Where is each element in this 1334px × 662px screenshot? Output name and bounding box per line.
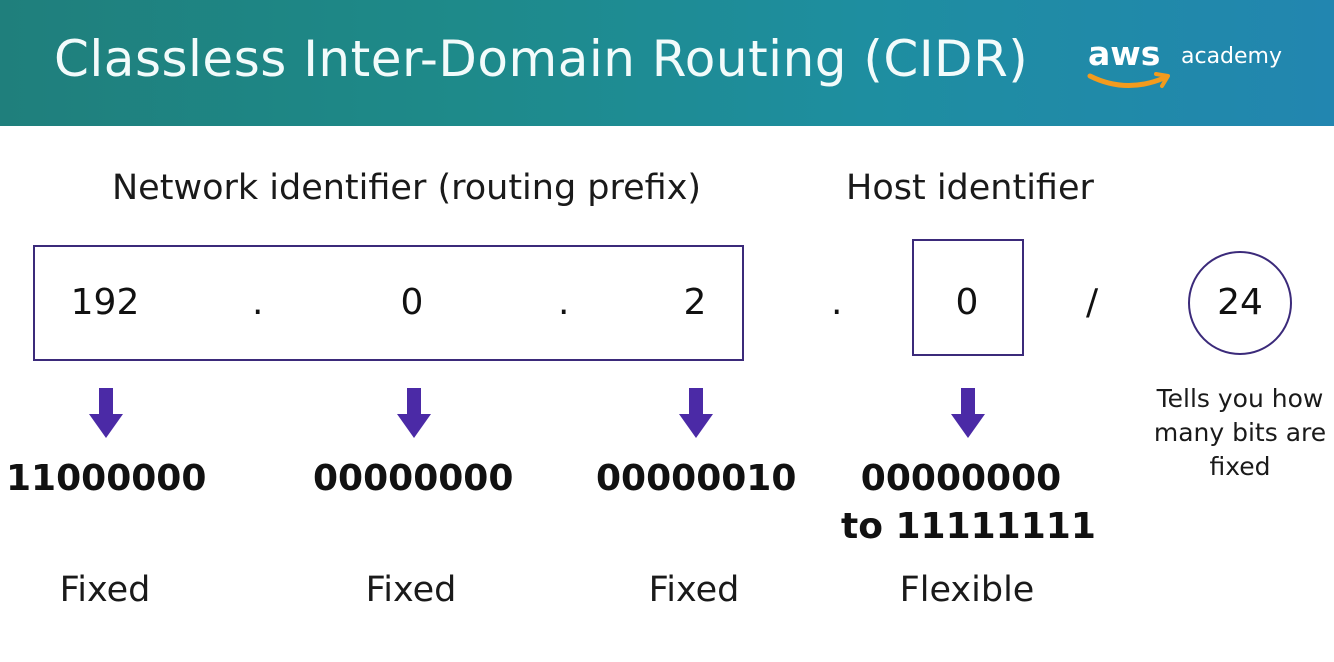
logo-aws-text: aws [1088, 34, 1161, 73]
smile-arrow-icon [1087, 72, 1170, 89]
binary-octet-3: 00000010 [596, 458, 797, 499]
octet-3: 2 [683, 282, 707, 323]
octet-2: 0 [400, 282, 424, 323]
down-arrow-icon [89, 388, 123, 438]
octet-1-state: Fixed [59, 570, 151, 610]
host-identifier-box [912, 239, 1024, 356]
host-identifier-label: Host identifier [846, 168, 1094, 208]
octet-3-state: Fixed [648, 570, 740, 610]
octet-separator: . [831, 282, 843, 323]
binary-octet-4-min: 00000000 [860, 458, 1062, 499]
page-title: Classless Inter-Domain Routing (CIDR) [54, 30, 1029, 88]
octet-separator: . [558, 282, 570, 323]
binary-octet-1: 11000000 [6, 458, 207, 499]
aws-academy-logo: aws academy [1086, 34, 1296, 96]
octet-1: 192 [70, 282, 140, 323]
down-arrow-icon [679, 388, 713, 438]
octet-4: 0 [955, 282, 979, 323]
binary-octet-4-max: to 11111111 [841, 506, 1096, 547]
octet-2-state: Fixed [365, 570, 457, 610]
down-arrow-icon [397, 388, 431, 438]
header-banner: Classless Inter-Domain Routing (CIDR) aw… [0, 0, 1334, 126]
binary-octet-2: 00000000 [313, 458, 514, 499]
prefix-note: Tells you how many bits are fixed [1153, 384, 1327, 481]
network-identifier-label: Network identifier (routing prefix) [112, 168, 702, 208]
down-arrow-icon [951, 388, 985, 438]
octet-separator: . [252, 282, 264, 323]
network-identifier-box [33, 245, 744, 361]
prefix-length-circle [1188, 251, 1292, 355]
octet-4-state: Flexible [899, 570, 1035, 610]
slash-separator: / [1086, 282, 1099, 323]
prefix-length-value: 24 [1217, 282, 1263, 323]
logo-academy-text: academy [1181, 44, 1283, 69]
